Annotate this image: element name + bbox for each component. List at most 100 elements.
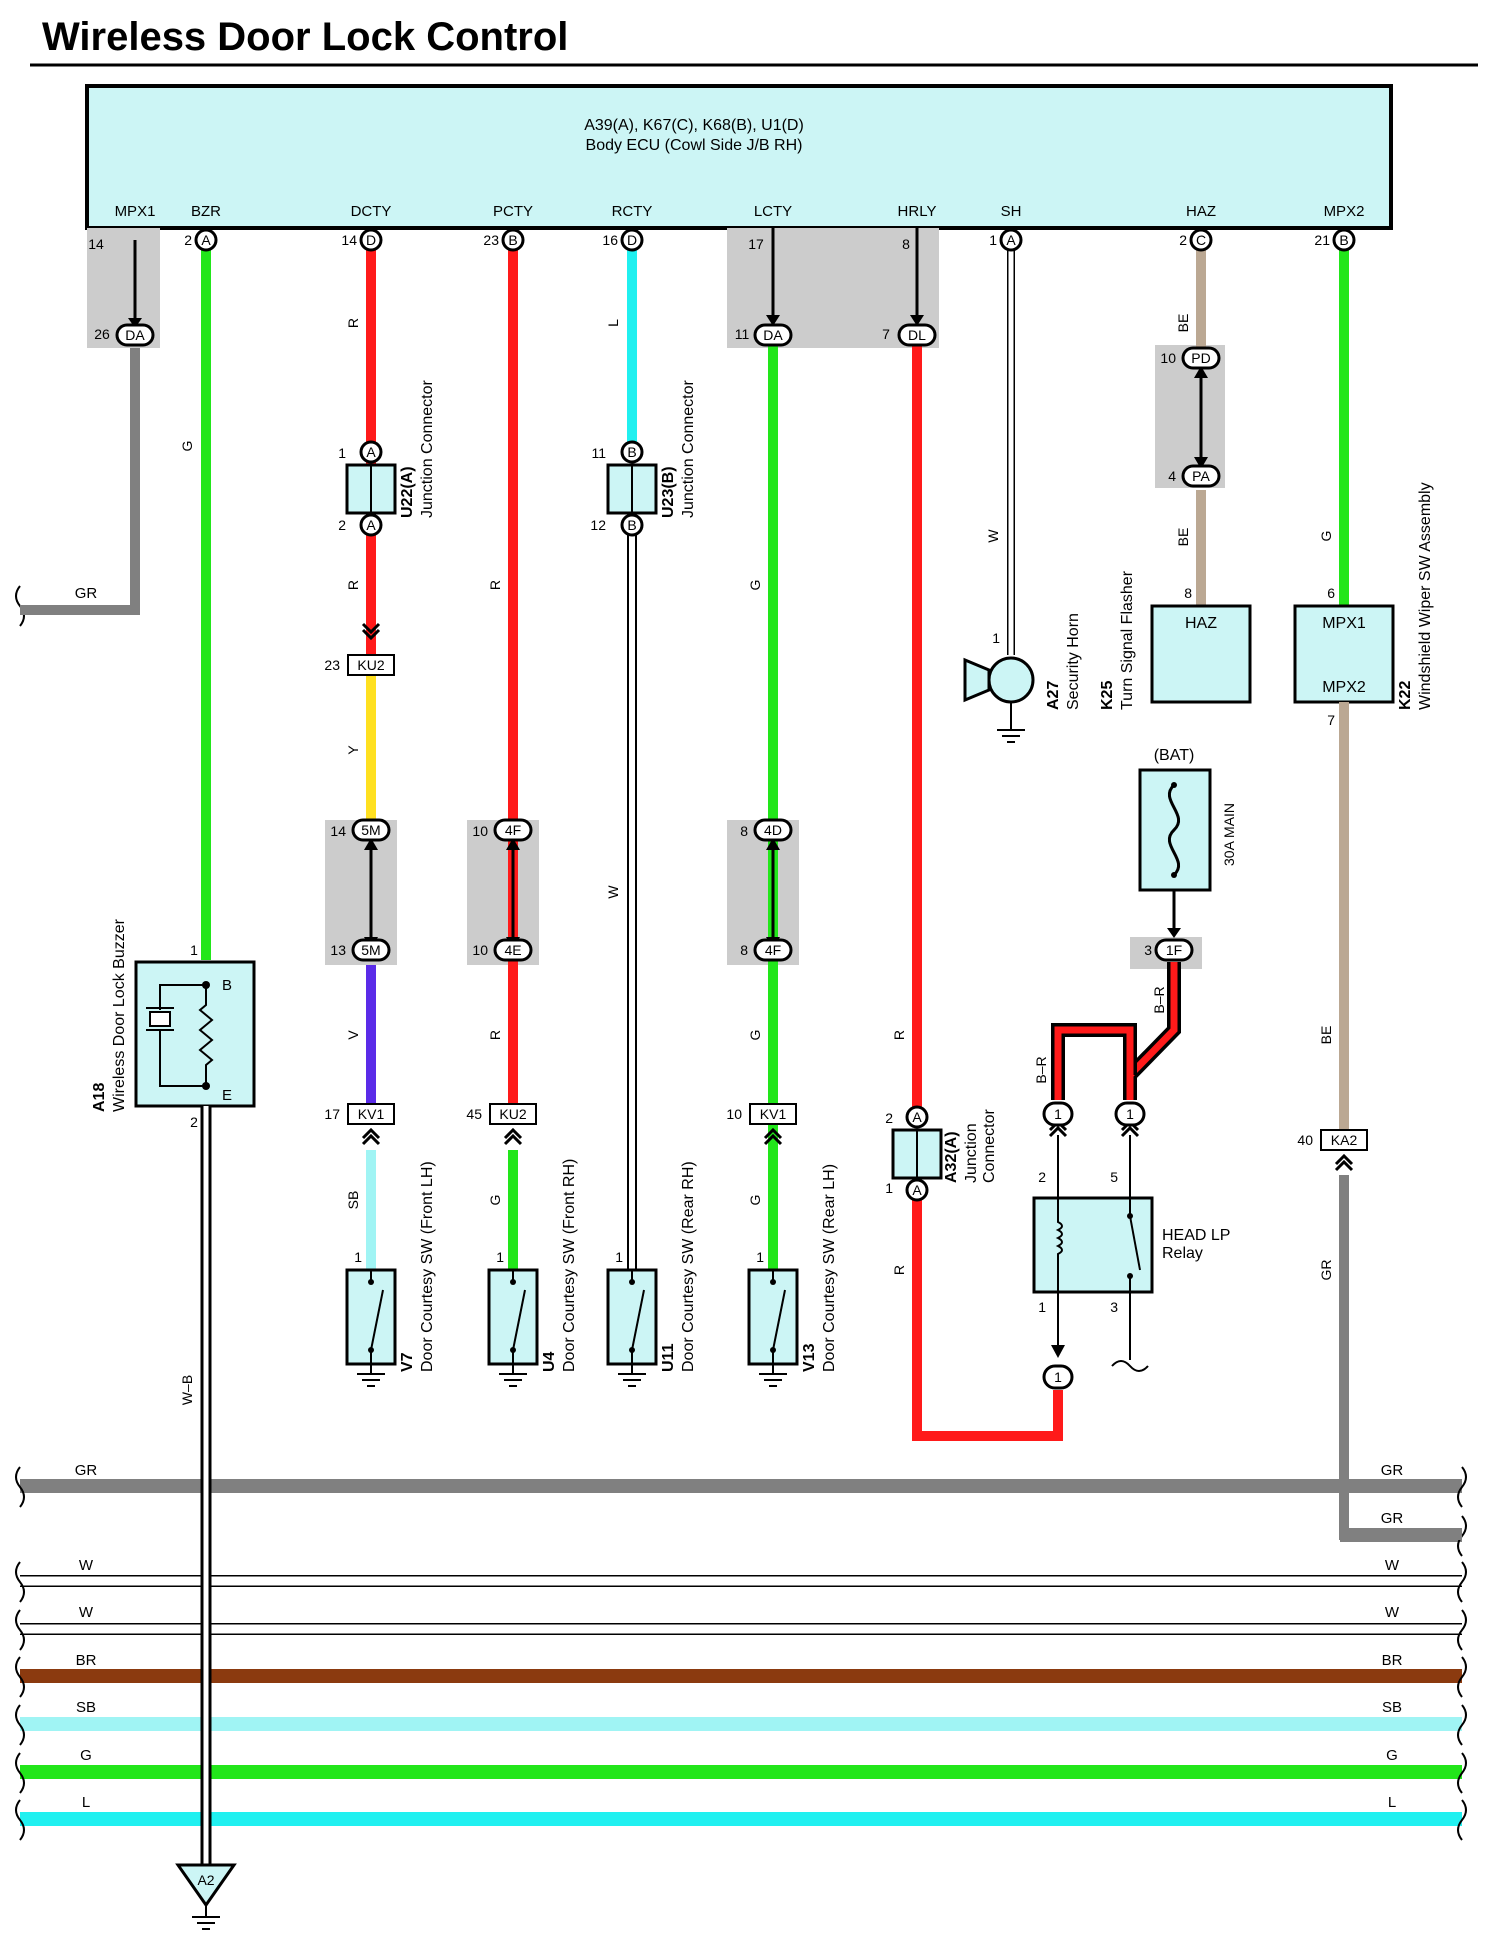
fuse-node-top [1171, 782, 1177, 788]
wire-mpx1 [20, 240, 142, 615]
conn-da-mpx1: DA [125, 327, 145, 343]
relay-name1: HEAD LP [1162, 1227, 1230, 1244]
pin-pcty: 23 [483, 232, 499, 248]
ku2-pcty-pin: 45 [466, 1106, 482, 1122]
pin-code-mpx2: B [1339, 232, 1348, 248]
wire-label-r-dcty: R [345, 318, 361, 328]
conn-5m-bottom: 5M [361, 942, 380, 958]
buzzer-node-e [202, 1082, 210, 1090]
buzzer-node-b [202, 981, 210, 989]
relay-lead-1-arrow [1051, 1345, 1065, 1358]
horn-name: Security Horn [1065, 613, 1082, 710]
relay-pin-1: 1 [1038, 1299, 1046, 1315]
buzzer-pin-1: 1 [190, 942, 198, 958]
bus-label-g-left: G [80, 1747, 92, 1764]
u4-id: U4 [541, 1351, 558, 1372]
4f-pin-10: 10 [472, 823, 488, 839]
wire-label-r-hrly: R [891, 1030, 907, 1040]
splice-4f-arrow [506, 838, 520, 850]
pin-11-da: 11 [735, 326, 750, 342]
a32-a-top: A [912, 1109, 922, 1125]
relay-pin-2: 2 [1038, 1169, 1046, 1185]
u22-a-bottom: A [366, 517, 376, 533]
u11-name: Door Courtesy SW (Rear RH) [680, 1161, 697, 1372]
conn-kv1-dcty-label: KV1 [358, 1106, 385, 1122]
relay-pin-3: 3 [1110, 1299, 1118, 1315]
switch-u4 [487, 1268, 539, 1388]
fuse-element [1167, 783, 1181, 877]
ground-symbol-horn [996, 717, 1026, 743]
wire-label-g-lcty3: G [747, 1195, 763, 1206]
wire-label-y: Y [345, 745, 361, 755]
wire-label-gr-mpx2: GR [1318, 1260, 1334, 1281]
wire-br2-outline [1051, 1023, 1137, 1100]
v13-pin-1: 1 [756, 1249, 764, 1265]
ground-a2 [175, 1863, 237, 1908]
buzzer-pin-2: 2 [190, 1114, 198, 1130]
conn-kv1-lcty [749, 1103, 797, 1125]
ecu-terminal-hrly: HRLY [898, 203, 937, 220]
wire-label-l-rcty: L [605, 319, 621, 327]
pd-pin-10: 10 [1160, 350, 1176, 366]
k25-pin-8: 8 [1184, 585, 1192, 601]
pin-code-bzr: A [201, 232, 211, 248]
wire-br [1126, 962, 1178, 1100]
pa-pin-4: 4 [1168, 468, 1176, 484]
wire-label-g-pcty: G [487, 1195, 503, 1206]
k22-pin-7: 7 [1327, 712, 1335, 728]
wire-label-br-fuse: B–R [1151, 986, 1167, 1013]
u23-pin-11: 11 [591, 445, 606, 461]
wire-label-r-dcty2: R [345, 580, 361, 590]
splice-pd-arrow [1194, 366, 1208, 378]
ka2-pin-40: 40 [1297, 1132, 1313, 1148]
pin-hrly: 8 [902, 236, 910, 252]
bus-label-gr2-right: GR [1381, 1510, 1404, 1527]
bus-label-sb-left: SB [76, 1699, 96, 1716]
fuse-name: 30A MAIN [1221, 803, 1237, 866]
security-horn-bell [963, 657, 991, 703]
wire-label-g-lcty: G [747, 580, 763, 591]
wire-label-be-mpx2: BE [1318, 1026, 1334, 1045]
ecu-terminal-bzr: BZR [191, 203, 221, 220]
bus-label-l-right: L [1388, 1794, 1396, 1811]
buzzer-name: Wireless Door Lock Buzzer [111, 918, 128, 1112]
relay-pin-5: 5 [1110, 1169, 1118, 1185]
wire-label-be-haz: BE [1175, 314, 1191, 333]
ecu-terminal-lcty: LCTY [754, 203, 792, 220]
bus-label-br-right: BR [1382, 1652, 1403, 1669]
conn-ku2-dcty [347, 654, 395, 676]
hrly-arrow [910, 315, 924, 326]
buzzer-id: A18 [91, 1083, 108, 1112]
ecu-terminal-haz: HAZ [1186, 203, 1216, 220]
v13-name: Door Courtesy SW (Rear LH) [821, 1164, 838, 1372]
4e-pin-10: 10 [472, 942, 488, 958]
kv1-lcty-pin: 10 [726, 1106, 742, 1122]
u4-name: Door Courtesy SW (Front RH) [561, 1159, 578, 1372]
ground-symbol-a2 [191, 1904, 221, 1930]
splice-5m-arrow-up [364, 838, 378, 850]
a32-name1: Junction [963, 1123, 980, 1183]
pin-code-rcty: D [627, 232, 637, 248]
wire-hrly-r-loop [912, 1190, 1063, 1441]
switch-v7 [345, 1268, 397, 1388]
bus-label-gr-right: GR [1381, 1462, 1404, 1479]
k22-mpx2: MPX2 [1322, 679, 1366, 696]
u23-id: U23(B) [660, 466, 677, 518]
pin-7-dl: 7 [882, 326, 890, 342]
ecu-terminal-dcty: DCTY [351, 203, 392, 220]
wire-label-r-pcty2: R [487, 1030, 503, 1040]
chevron-kv1-dcty [361, 1128, 381, 1146]
conn-pd: PD [1191, 350, 1210, 366]
wire-mpx2-gr [1339, 1175, 1462, 1540]
pin-code-sh: A [1006, 232, 1016, 248]
ecu-terminal-sh: SH [1001, 203, 1022, 220]
conn-ku2-pcty-label: KU2 [499, 1106, 526, 1122]
conn-1f: 1F [1166, 942, 1182, 958]
bus-label-sb-right: SB [1382, 1699, 1402, 1716]
pin-rcty: 16 [602, 232, 618, 248]
conn-4e-pcty: 4E [504, 942, 521, 958]
bus-label-w2-right: W [1385, 1604, 1400, 1621]
pin-bzr: 2 [184, 232, 192, 248]
ecu-terminal-mpx2: MPX2 [1324, 203, 1365, 220]
buzzer-a18 [134, 960, 256, 1108]
